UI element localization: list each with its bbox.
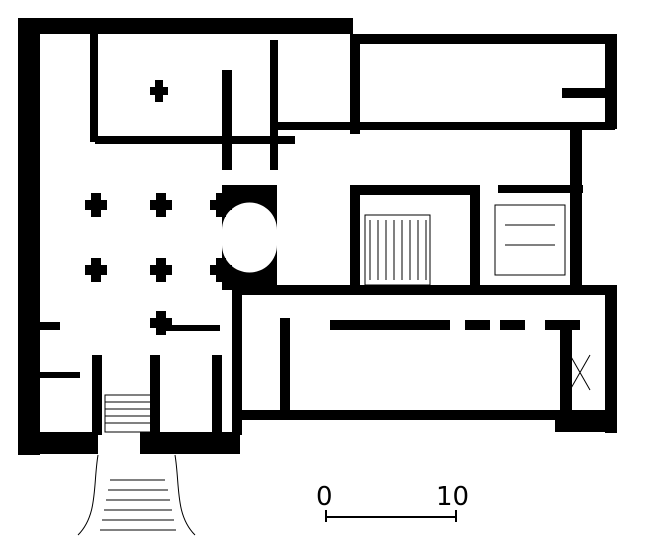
scale-bar — [325, 510, 457, 522]
walls — [18, 18, 617, 455]
scale-end-label: 10 — [436, 482, 470, 512]
windows-and-stairs — [77, 204, 591, 536]
scale-start-label: 0 — [316, 482, 333, 512]
